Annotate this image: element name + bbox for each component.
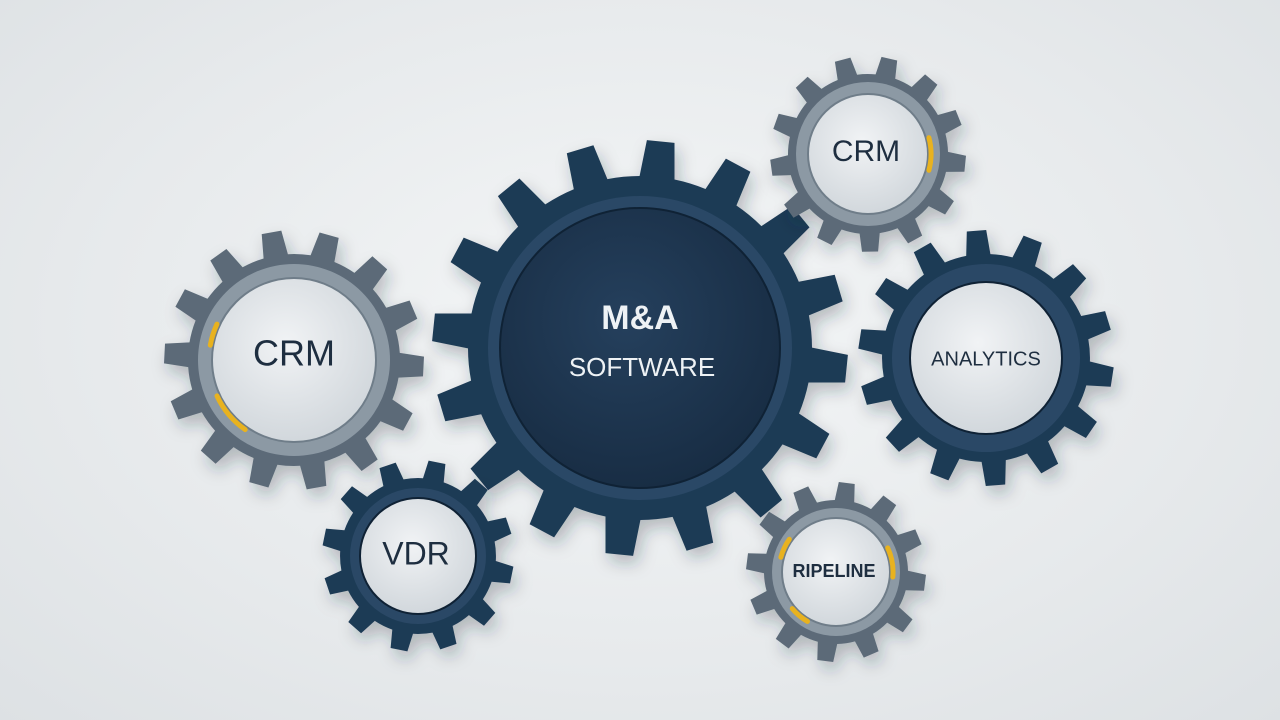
gear-center — [432, 140, 848, 556]
accent-arc — [885, 545, 896, 580]
gear-vdr — [322, 460, 514, 652]
gear-analytics — [858, 230, 1114, 486]
crm-top-label: CRM — [832, 135, 900, 168]
accent-arc — [778, 536, 792, 560]
center-label-line2: SOFTWARE — [569, 352, 715, 382]
analytics-label: ANALYTICS — [931, 348, 1041, 370]
gear-crm-top — [770, 56, 966, 252]
accent-arc — [207, 321, 220, 348]
gear-hub — [499, 207, 781, 489]
gear-pipeline — [746, 482, 926, 662]
gear-hub — [359, 497, 477, 615]
gear-hub — [781, 517, 891, 627]
accent-arc — [926, 135, 934, 173]
gear-hub — [807, 93, 929, 215]
accent-arc — [214, 393, 248, 433]
gear-hub — [211, 277, 377, 443]
vdr-label: VDR — [382, 535, 450, 571]
gear-hub — [909, 281, 1063, 435]
gear-crm-left — [164, 230, 424, 490]
center-label-line1: M&A — [601, 299, 678, 337]
crm-left-label: CRM — [253, 333, 335, 374]
pipeline-label: RIPELINE — [792, 561, 875, 581]
accent-arc — [789, 606, 810, 624]
